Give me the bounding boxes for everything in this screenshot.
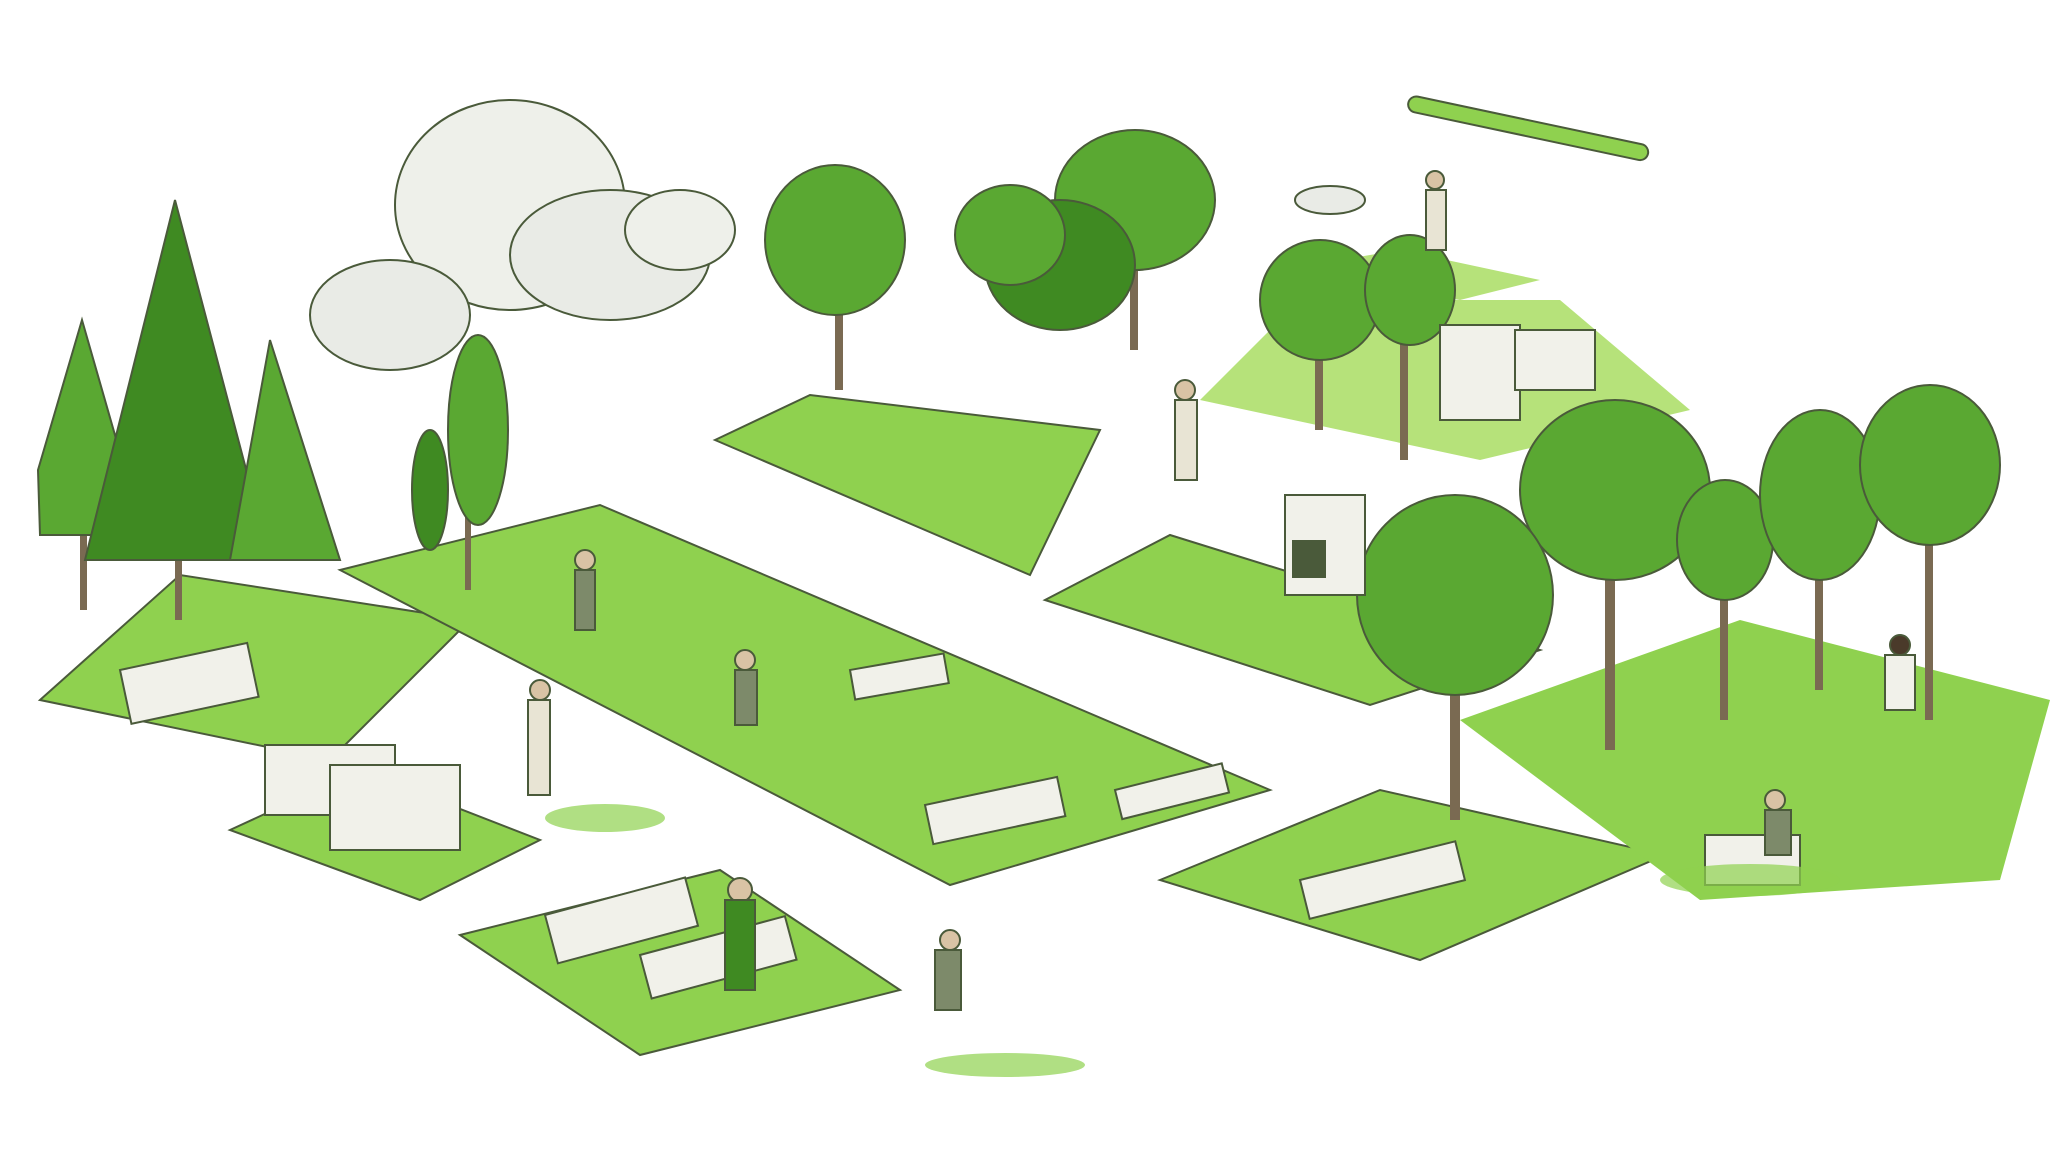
tree-round — [954, 184, 1066, 286]
tree-trunk — [80, 510, 87, 610]
structures — [1284, 95, 1650, 596]
trees-right — [1356, 384, 2001, 820]
pine-tree — [83, 199, 272, 561]
shadow — [925, 1053, 1085, 1077]
tree-trunk — [465, 470, 471, 590]
bench — [848, 652, 950, 701]
grass-plot-upper-center — [712, 393, 1102, 577]
benches — [118, 641, 1801, 1000]
bench — [543, 876, 700, 965]
person — [724, 877, 756, 991]
person — [734, 649, 758, 726]
trees-conifer-left — [36, 199, 509, 620]
cypress-tree — [447, 334, 509, 526]
building-annex — [1514, 329, 1596, 391]
person — [1884, 634, 1916, 711]
tree-round — [1859, 384, 2001, 546]
kiosk-screen — [1292, 540, 1326, 578]
tree-trunk — [1400, 340, 1408, 460]
trees-back — [764, 129, 1456, 460]
cloud-small — [1294, 185, 1366, 215]
shadow — [545, 804, 665, 832]
tree-trunk — [1720, 560, 1728, 720]
tree-trunk — [1315, 330, 1323, 430]
building — [1439, 324, 1521, 421]
tree-trunk — [175, 540, 182, 620]
tree-trunk — [1450, 640, 1460, 820]
people — [527, 170, 1916, 1011]
cypress-tree — [411, 429, 449, 551]
tree-round — [1676, 479, 1774, 601]
person — [1174, 379, 1198, 481]
bench — [1298, 840, 1467, 921]
tree-round — [764, 164, 906, 316]
tree-trunk — [1605, 560, 1615, 750]
shadows — [545, 804, 1840, 1077]
tree-round — [1356, 494, 1554, 696]
green-bar — [1407, 95, 1650, 162]
tree-round — [1259, 239, 1381, 361]
sofa — [118, 641, 260, 725]
tree-trunk — [1815, 550, 1823, 690]
person — [527, 679, 551, 796]
shadow — [1660, 864, 1840, 896]
tree-round — [1759, 409, 1881, 581]
person — [934, 929, 962, 1011]
person — [1764, 789, 1792, 856]
bench — [923, 775, 1067, 846]
cabinet — [329, 764, 461, 851]
person — [574, 549, 596, 631]
bench — [1113, 762, 1231, 821]
tree-trunk — [1130, 260, 1138, 350]
tree-trunk — [1925, 540, 1933, 720]
clouds — [309, 99, 1366, 371]
tree-round — [1364, 234, 1456, 346]
tree-trunk — [835, 290, 843, 390]
cloud-puff-2 — [309, 259, 471, 371]
pine-tree — [228, 339, 342, 561]
cloud-puff-3 — [624, 189, 736, 271]
person — [1425, 170, 1447, 251]
